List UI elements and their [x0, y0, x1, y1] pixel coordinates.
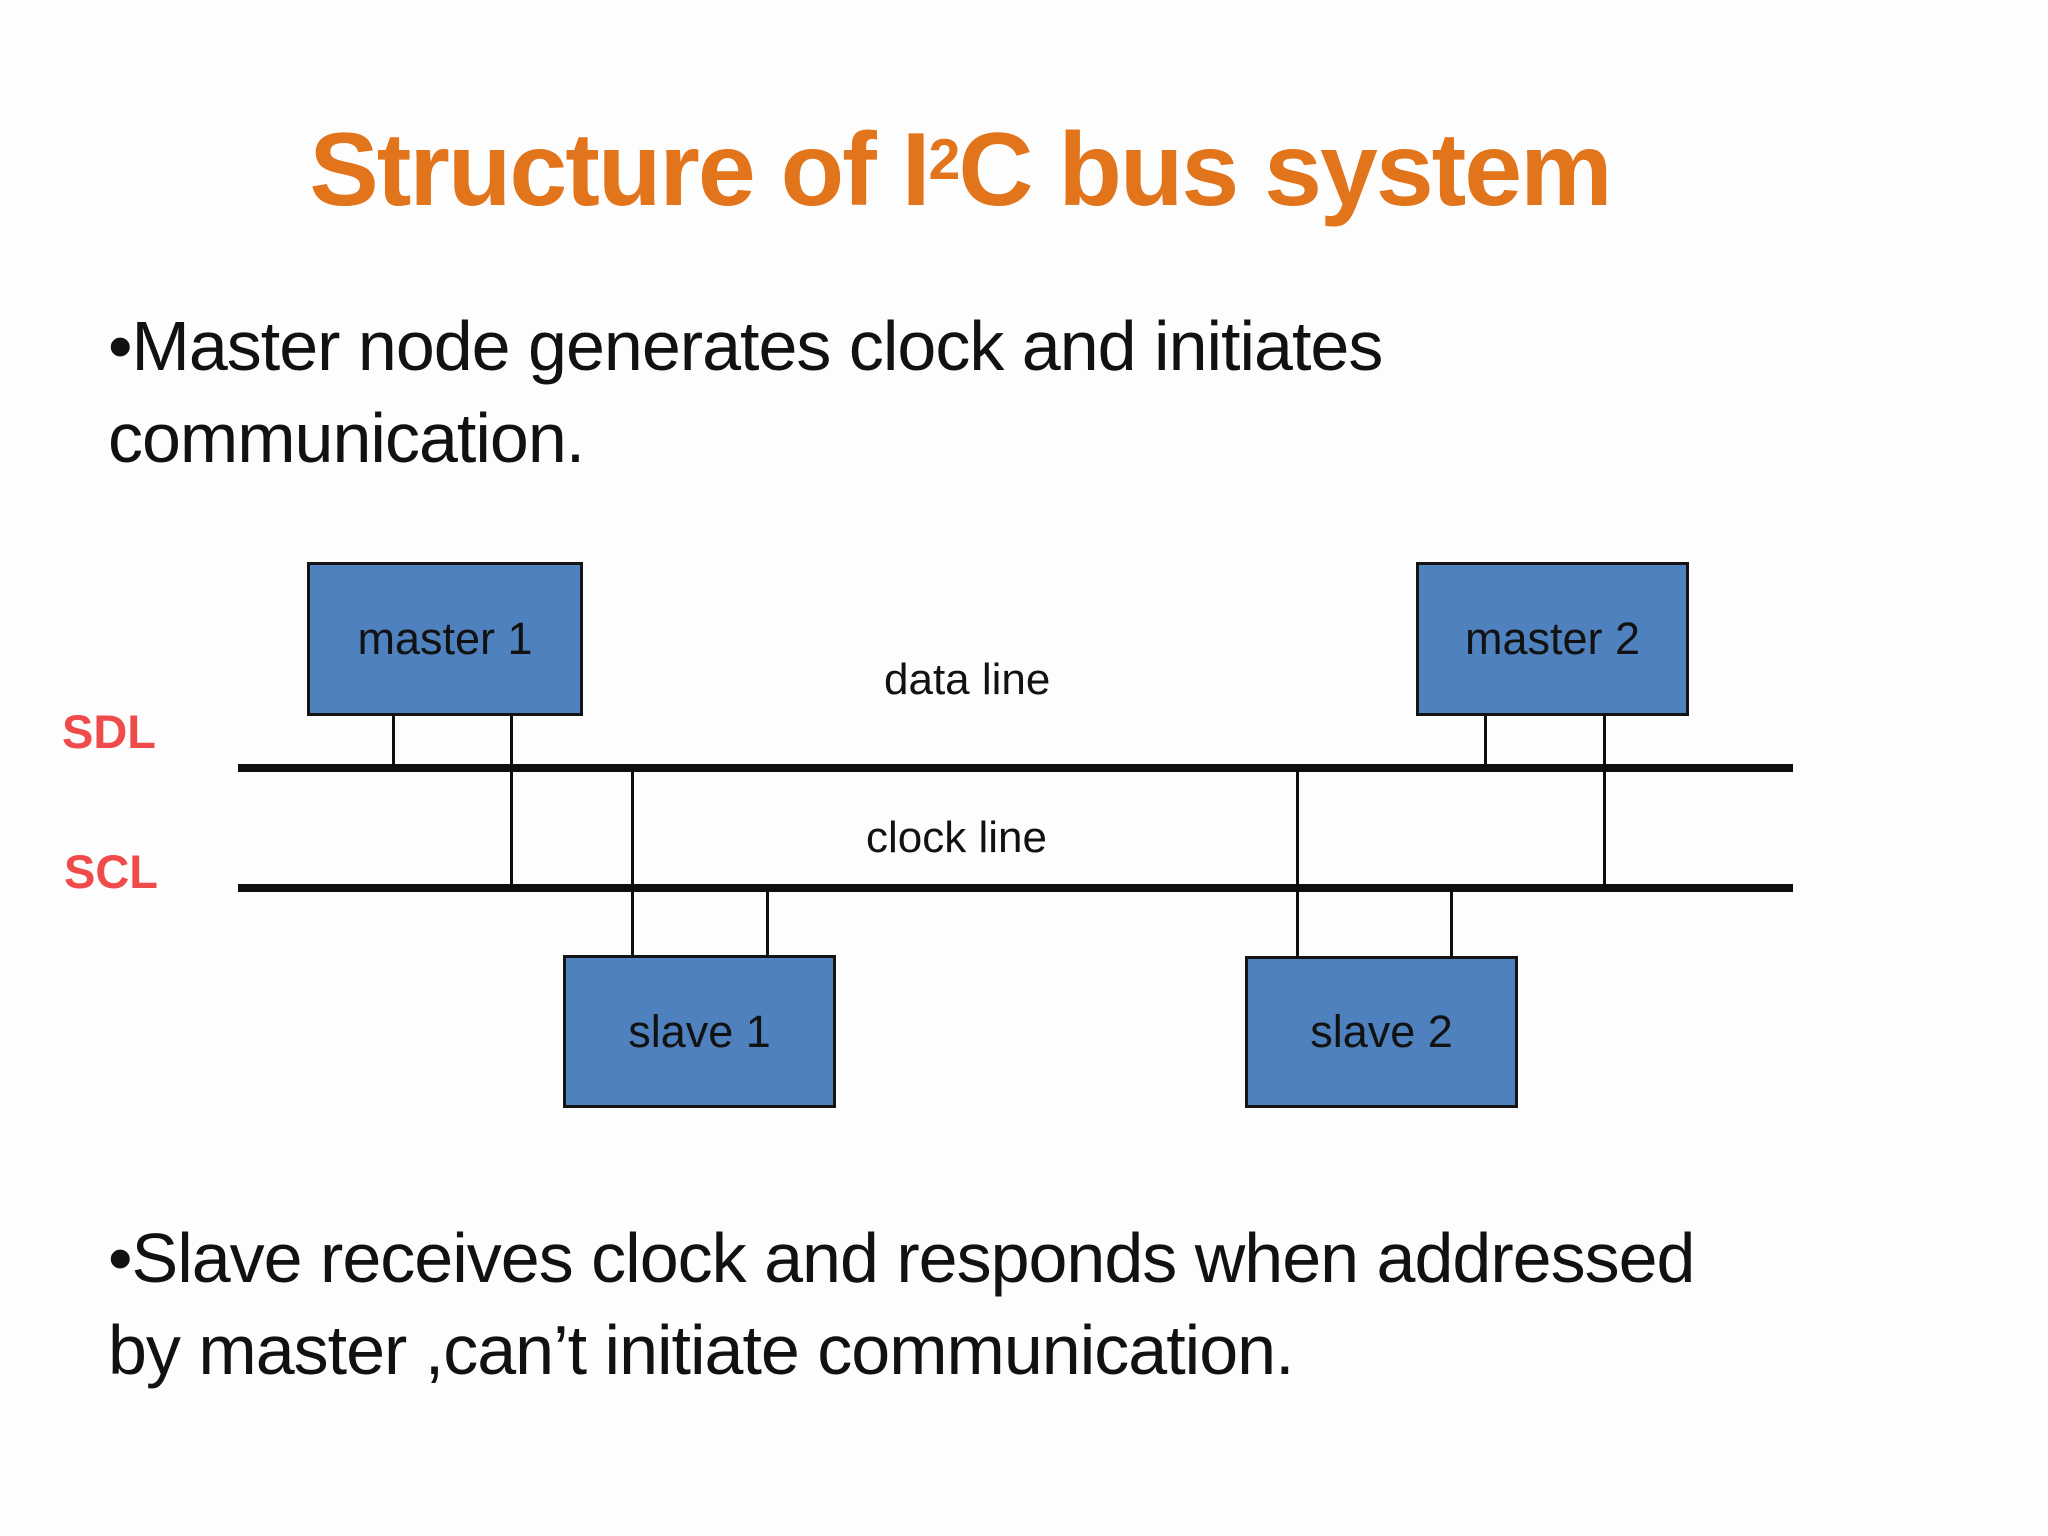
scl-bus-line: [238, 884, 1793, 892]
connector-master1-data: [392, 716, 395, 765]
connector-master2-clock: [1603, 716, 1606, 884]
node-slave-1-label: slave 1: [628, 1005, 771, 1057]
sdl-bus-line: [238, 764, 1793, 772]
node-master-1: master 1: [307, 562, 583, 716]
connector-slave1-data: [631, 772, 634, 955]
connector-slave1-clock: [766, 890, 769, 955]
node-slave-2: slave 2: [1245, 956, 1518, 1108]
sdl-line-label: SDL: [62, 705, 156, 758]
connector-slave2-clock: [1450, 890, 1453, 956]
node-master-2: master 2: [1416, 562, 1689, 716]
connector-slave2-data: [1296, 772, 1299, 956]
connector-master2-data: [1484, 716, 1487, 765]
data-line-caption: data line: [884, 655, 1051, 704]
slide-title: Structure of I2C bus system: [0, 108, 1920, 233]
clock-line-caption: clock line: [866, 813, 1047, 862]
title-superscript: 2: [928, 128, 961, 193]
node-master-2-label: master 2: [1464, 613, 1641, 664]
scl-line-label: SCL: [64, 845, 158, 898]
connector-master1-clock: [510, 716, 513, 884]
bullet-master-node: •Master node generates clock and initiat…: [108, 307, 1383, 477]
title-text-pre: Structure of I: [309, 112, 930, 228]
node-master-1-label: master 1: [357, 613, 533, 664]
node-slave-2-label: slave 2: [1310, 1006, 1453, 1057]
node-slave-1: slave 1: [563, 955, 836, 1108]
title-text-post: C bus system: [958, 112, 1612, 228]
bullet-slave-node: •Slave receives clock and responds when …: [108, 1219, 1695, 1389]
